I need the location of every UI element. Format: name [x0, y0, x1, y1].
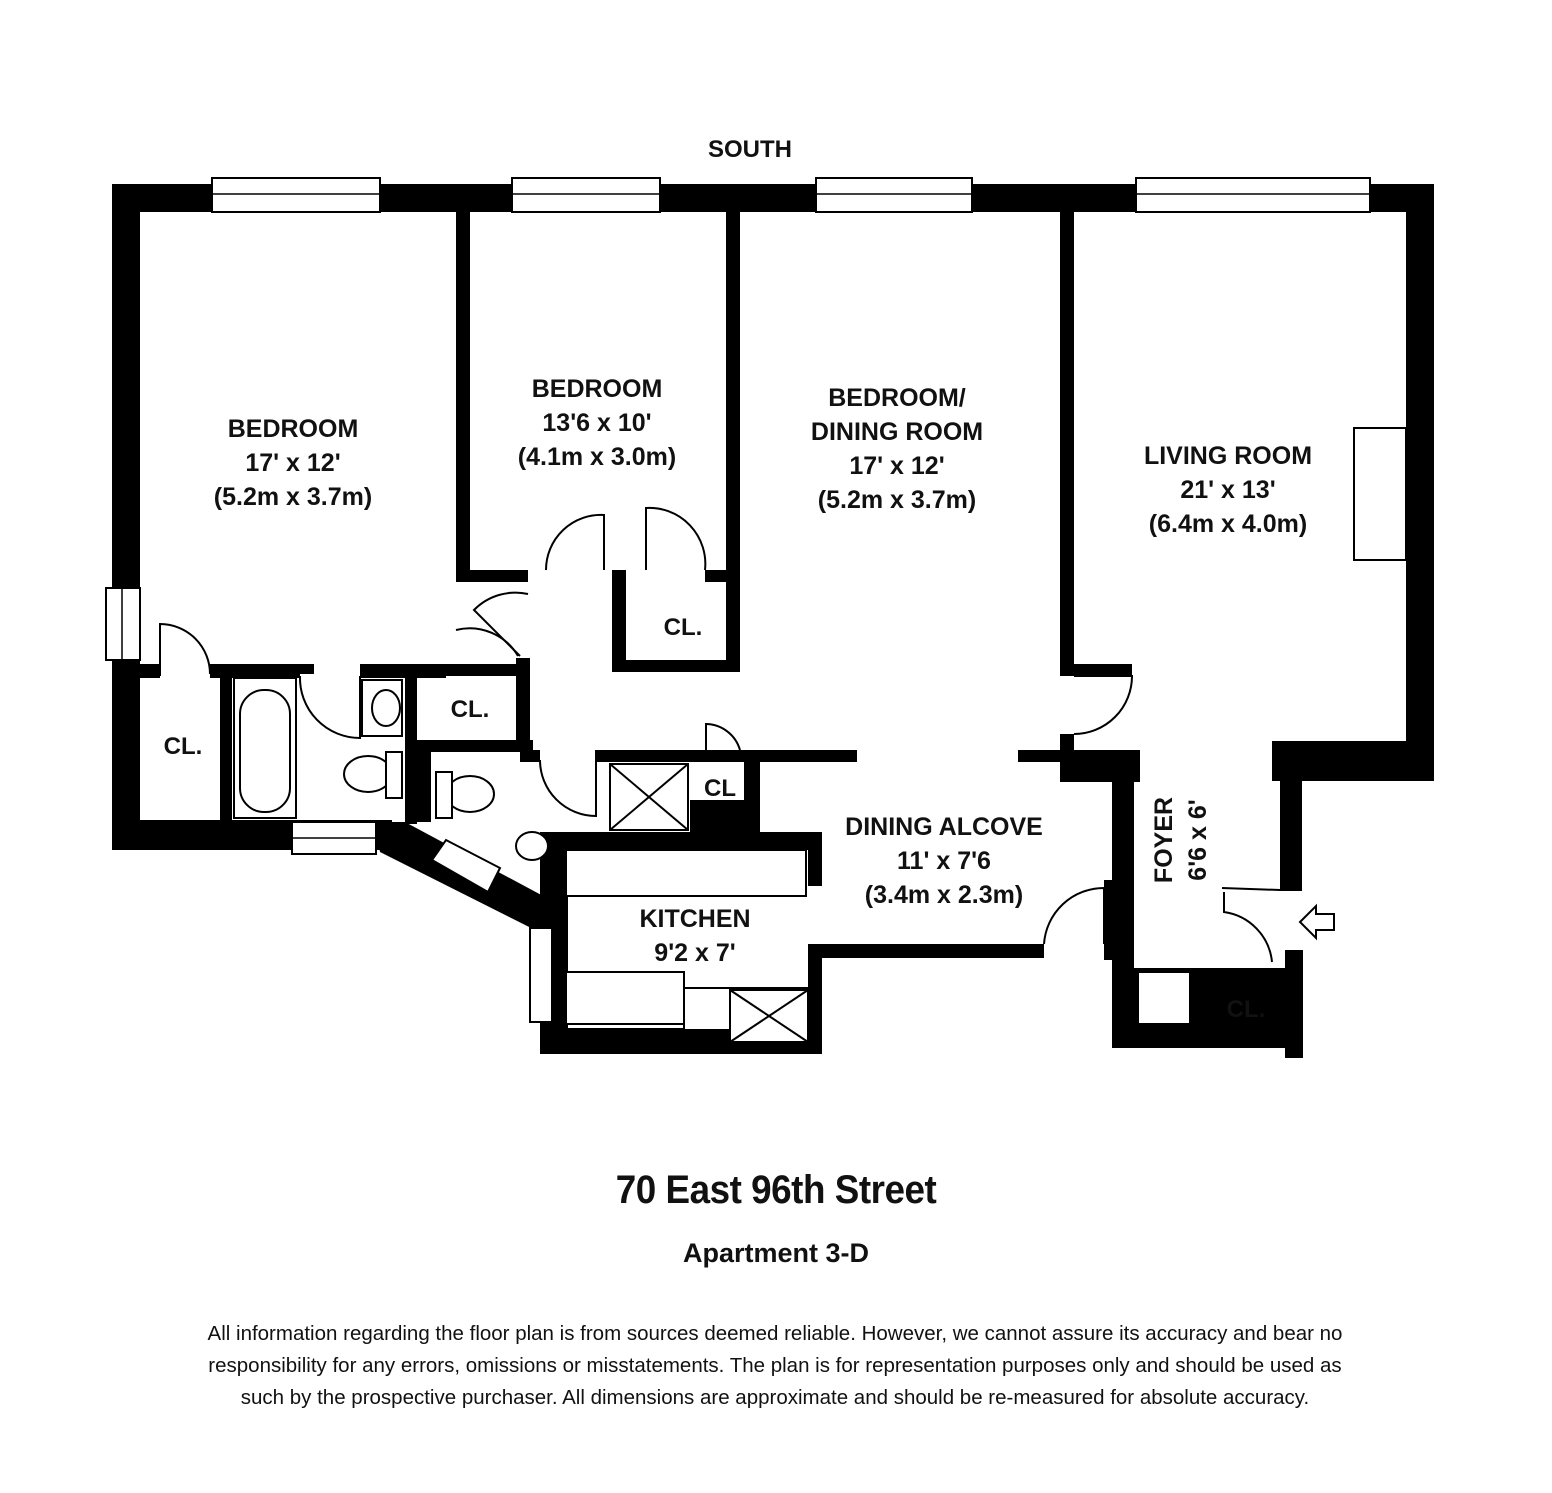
dining-alcove-size-m: (3.4m x 2.3m): [865, 881, 1023, 909]
room-bedroom2: BEDROOM 13'6 x 10' (4.1m x 3.0m): [518, 375, 676, 471]
bedroom1-name: BEDROOM: [228, 415, 359, 443]
closet-label: CL.: [451, 696, 490, 723]
room-living: LIVING ROOM 21' x 13' (6.4m x 4.0m): [1144, 442, 1312, 538]
kitchen-size-ft: 9'2 x 7': [654, 939, 735, 967]
dining-alcove-size-ft: 11' x 7'6: [897, 847, 991, 875]
fixtures: [233, 427, 1407, 1043]
foyer-size-ft: 6'6 x 6': [1184, 799, 1212, 880]
orientation-label: SOUTH: [708, 136, 792, 163]
room-bedroom1: BEDROOM 17' x 12' (5.2m x 3.7m): [214, 415, 372, 511]
room-kitchen: KITCHEN 9'2 x 7': [639, 905, 750, 967]
disclaimer-line: responsibility for any errors, omissions…: [208, 1354, 1342, 1377]
closet-label: CL: [704, 775, 736, 802]
closet-label: CL.: [1227, 996, 1266, 1023]
bedroom1-size-ft: 17' x 12': [245, 449, 340, 477]
room-dining-alcove: DINING ALCOVE 11' x 7'6 (3.4m x 2.3m): [845, 813, 1043, 909]
closet-label: CL.: [664, 614, 703, 641]
disclaimer-line: All information regarding the floor plan…: [207, 1322, 1343, 1345]
bedroom2-name: BEDROOM: [532, 375, 663, 403]
bedroom2-size-ft: 13'6 x 10': [542, 409, 651, 437]
disclaimer-line: such by the prospective purchaser. All d…: [240, 1386, 1310, 1409]
dining-alcove-name: DINING ALCOVE: [845, 813, 1043, 841]
bedroom3-name-line1: BEDROOM/: [828, 384, 966, 412]
doors: [159, 506, 1281, 963]
room-bedroom3: BEDROOM/ DINING ROOM 17' x 12' (5.2m x 3…: [811, 384, 983, 514]
living-size-m: (6.4m x 4.0m): [1149, 510, 1307, 538]
room-foyer: FOYER 6'6 x 6': [1150, 797, 1212, 883]
apartment-subtitle: Apartment 3-D: [682, 1238, 870, 1268]
address-title: 70 East 96th Street: [615, 1168, 937, 1212]
living-size-ft: 21' x 13': [1180, 476, 1275, 504]
disclaimer: All information regarding the floor plan…: [100, 1318, 1450, 1414]
foyer-name: FOYER: [1150, 797, 1178, 883]
walls: [112, 184, 1434, 1058]
kitchen-name: KITCHEN: [639, 905, 750, 933]
windows: [105, 177, 1371, 1023]
bedroom3-size-m: (5.2m x 3.7m): [818, 486, 976, 514]
living-name: LIVING ROOM: [1144, 442, 1312, 470]
bedroom2-size-m: (4.1m x 3.0m): [518, 443, 676, 471]
window-muntins: [121, 193, 1370, 839]
bedroom1-size-m: (5.2m x 3.7m): [214, 483, 372, 511]
bedroom3-size-ft: 17' x 12': [849, 452, 944, 480]
entry-arrow-icon: [1298, 903, 1335, 941]
closet-label: CL.: [164, 733, 203, 760]
bedroom3-name-line2: DINING ROOM: [811, 418, 983, 446]
